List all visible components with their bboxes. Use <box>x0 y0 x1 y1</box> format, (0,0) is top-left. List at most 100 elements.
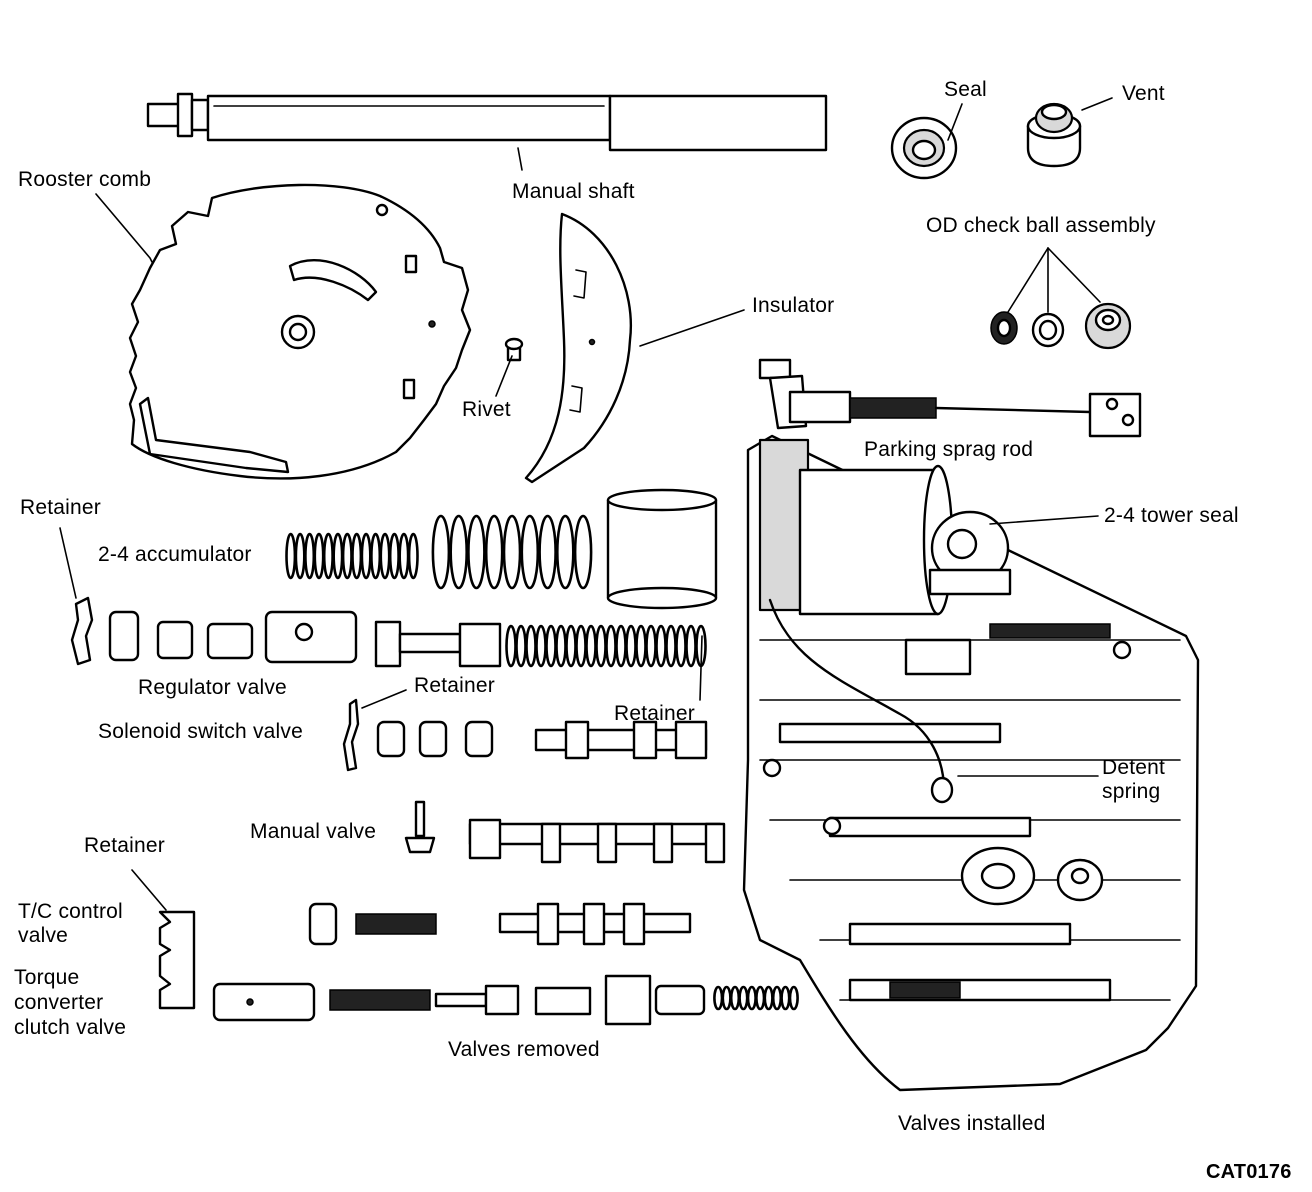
accumulator-inner-spring-coil <box>304 532 316 580</box>
regulator-valve-spring-coil <box>555 624 567 668</box>
regulator-valve-spring-coil <box>585 624 597 668</box>
accumulator-outer-spring-coil <box>431 514 451 590</box>
label-2-4-accumulator: 2-4 accumulator <box>98 543 252 566</box>
tcc-valve-spring-coil <box>713 985 724 1011</box>
tcc-valve-spring-coil <box>763 985 774 1011</box>
tcc-valve-spring-coil <box>729 985 741 1011</box>
figure-code: CAT0176 <box>1206 1161 1292 1183</box>
label-valves-removed: Valves removed <box>448 1038 600 1061</box>
regulator-valve-spring-coil <box>575 624 587 668</box>
label-detent-spring-1: Detent <box>1102 756 1166 779</box>
accumulator-2-4-parts <box>285 488 718 610</box>
insulator-part <box>524 212 633 484</box>
accumulator-inner-spring-coil <box>388 532 400 580</box>
accumulator-outer-spring-coil <box>449 514 469 590</box>
label-retainer-right: Retainer <box>614 702 695 725</box>
label-rivet: Rivet <box>462 398 511 421</box>
regulator-valve-spring-coil <box>505 624 517 668</box>
label-valves-installed: Valves installed <box>898 1112 1046 1135</box>
accumulator-inner-spring-coil <box>379 532 391 580</box>
accumulator-outer-spring-coil <box>538 514 557 590</box>
tcc-valve-spring <box>713 985 799 1011</box>
regulator-valve-spring-coil <box>605 624 617 668</box>
label-retainer-top: Retainer <box>20 496 101 519</box>
label-detent-spring-2: spring <box>1102 780 1161 803</box>
accumulator-inner-spring-coil <box>322 532 334 580</box>
rooster-comb-part <box>128 183 472 480</box>
accumulator-inner-spring-coil <box>341 532 353 580</box>
label-rooster-comb: Rooster comb <box>18 168 152 191</box>
manual-shaft-part <box>146 92 828 152</box>
label-od-check-ball-assembly: OD check ball assembly <box>926 214 1156 237</box>
seal-part <box>890 116 958 180</box>
label-insulator: Insulator <box>752 294 835 317</box>
regulator-valve-spring-coil <box>625 624 637 668</box>
regulator-valve-spring-coil <box>615 624 627 668</box>
tcc-valve-spring-coil <box>771 985 783 1011</box>
label-manual-valve: Manual valve <box>250 820 377 843</box>
regulator-valve-spring-coil <box>675 624 687 668</box>
accumulator-inner-spring-coil <box>313 532 325 580</box>
label-seal: Seal <box>944 78 987 101</box>
label-solenoid-switch-valve: Solenoid switch valve <box>98 720 303 743</box>
accumulator-inner-spring-coil <box>332 532 344 580</box>
accumulator-inner-spring-coil <box>351 532 363 580</box>
accumulator-inner-spring-coil <box>360 532 372 580</box>
accumulator-inner-spring-coil <box>285 532 297 580</box>
accumulator-outer-spring-coil <box>555 514 575 590</box>
rivet-part <box>504 337 524 362</box>
accumulator-outer-spring-coil <box>484 514 504 590</box>
tc-control-valve-parts <box>308 902 692 946</box>
label-retainer-middle: Retainer <box>414 674 495 697</box>
label-manual-shaft: Manual shaft <box>512 180 635 203</box>
label-tc-control-valve-1: T/C control <box>18 900 123 923</box>
regulator-valve-spring-coil <box>685 624 697 668</box>
tcc-valve-spring-coil <box>788 985 799 1011</box>
regulator-valve-spring-coil <box>645 624 657 668</box>
tcc-valve-spring-coil <box>721 985 732 1011</box>
accumulator-outer-spring-coil <box>467 514 486 590</box>
label-tcc-valve-3: clutch valve <box>14 1016 127 1039</box>
leader-lines <box>59 97 1113 911</box>
accumulator-inner-spring-coil <box>407 532 419 580</box>
tcc-valve-spring-coil <box>738 985 749 1011</box>
regulator-valve-spring-coil <box>635 624 647 668</box>
regulator-valve-spring-coil <box>535 624 547 668</box>
label-vent: Vent <box>1122 82 1165 105</box>
accumulator-outer-spring-coil <box>520 514 540 590</box>
accumulator-inner-spring-coil <box>294 532 306 580</box>
tcc-valve-spring-coil <box>746 985 757 1011</box>
manual-valve-parts <box>404 800 726 864</box>
regulator-valve-spring-coil <box>565 624 577 668</box>
label-tcc-valve-2: converter <box>14 991 104 1014</box>
regulator-valve-spring-coil <box>545 624 557 668</box>
accumulator-inner-spring-coil <box>370 532 382 580</box>
retainer-bottom-part <box>158 910 196 1010</box>
od-check-ball-parts <box>990 302 1132 350</box>
tcc-valve-parts <box>212 974 799 1026</box>
regulator-valve-spring-coil <box>515 624 527 668</box>
parking-sprag-rod-part <box>758 358 1142 438</box>
regulator-valve-spring <box>505 624 707 668</box>
accumulator-outer-spring-coil <box>502 514 522 590</box>
solenoid-switch-valve-parts <box>342 698 708 772</box>
accumulator-outer-spring-coil <box>573 514 593 590</box>
label-parking-sprag-rod: Parking sprag rod <box>864 438 1034 461</box>
regulator-valve-spring-coil <box>665 624 677 668</box>
tcc-valve-spring-coil <box>780 985 791 1011</box>
label-tcc-valve-1: Torque <box>14 966 80 989</box>
accumulator-outer-spring <box>431 514 593 590</box>
tcc-valve-spring-coil <box>755 985 766 1011</box>
accumulator-inner-spring <box>285 532 419 580</box>
retainer-top-part <box>70 596 94 666</box>
vent-part <box>1026 102 1082 168</box>
label-regulator-valve: Regulator valve <box>138 676 287 699</box>
regulator-valve-spring-coil <box>595 624 607 668</box>
label-tc-control-valve-2: valve <box>18 924 69 947</box>
label-2-4-tower-seal: 2-4 tower seal <box>1104 504 1239 527</box>
regulator-valve-spring-coil <box>655 624 667 668</box>
regulator-valve-parts <box>108 610 707 668</box>
valve-body-installed <box>742 434 1200 1092</box>
